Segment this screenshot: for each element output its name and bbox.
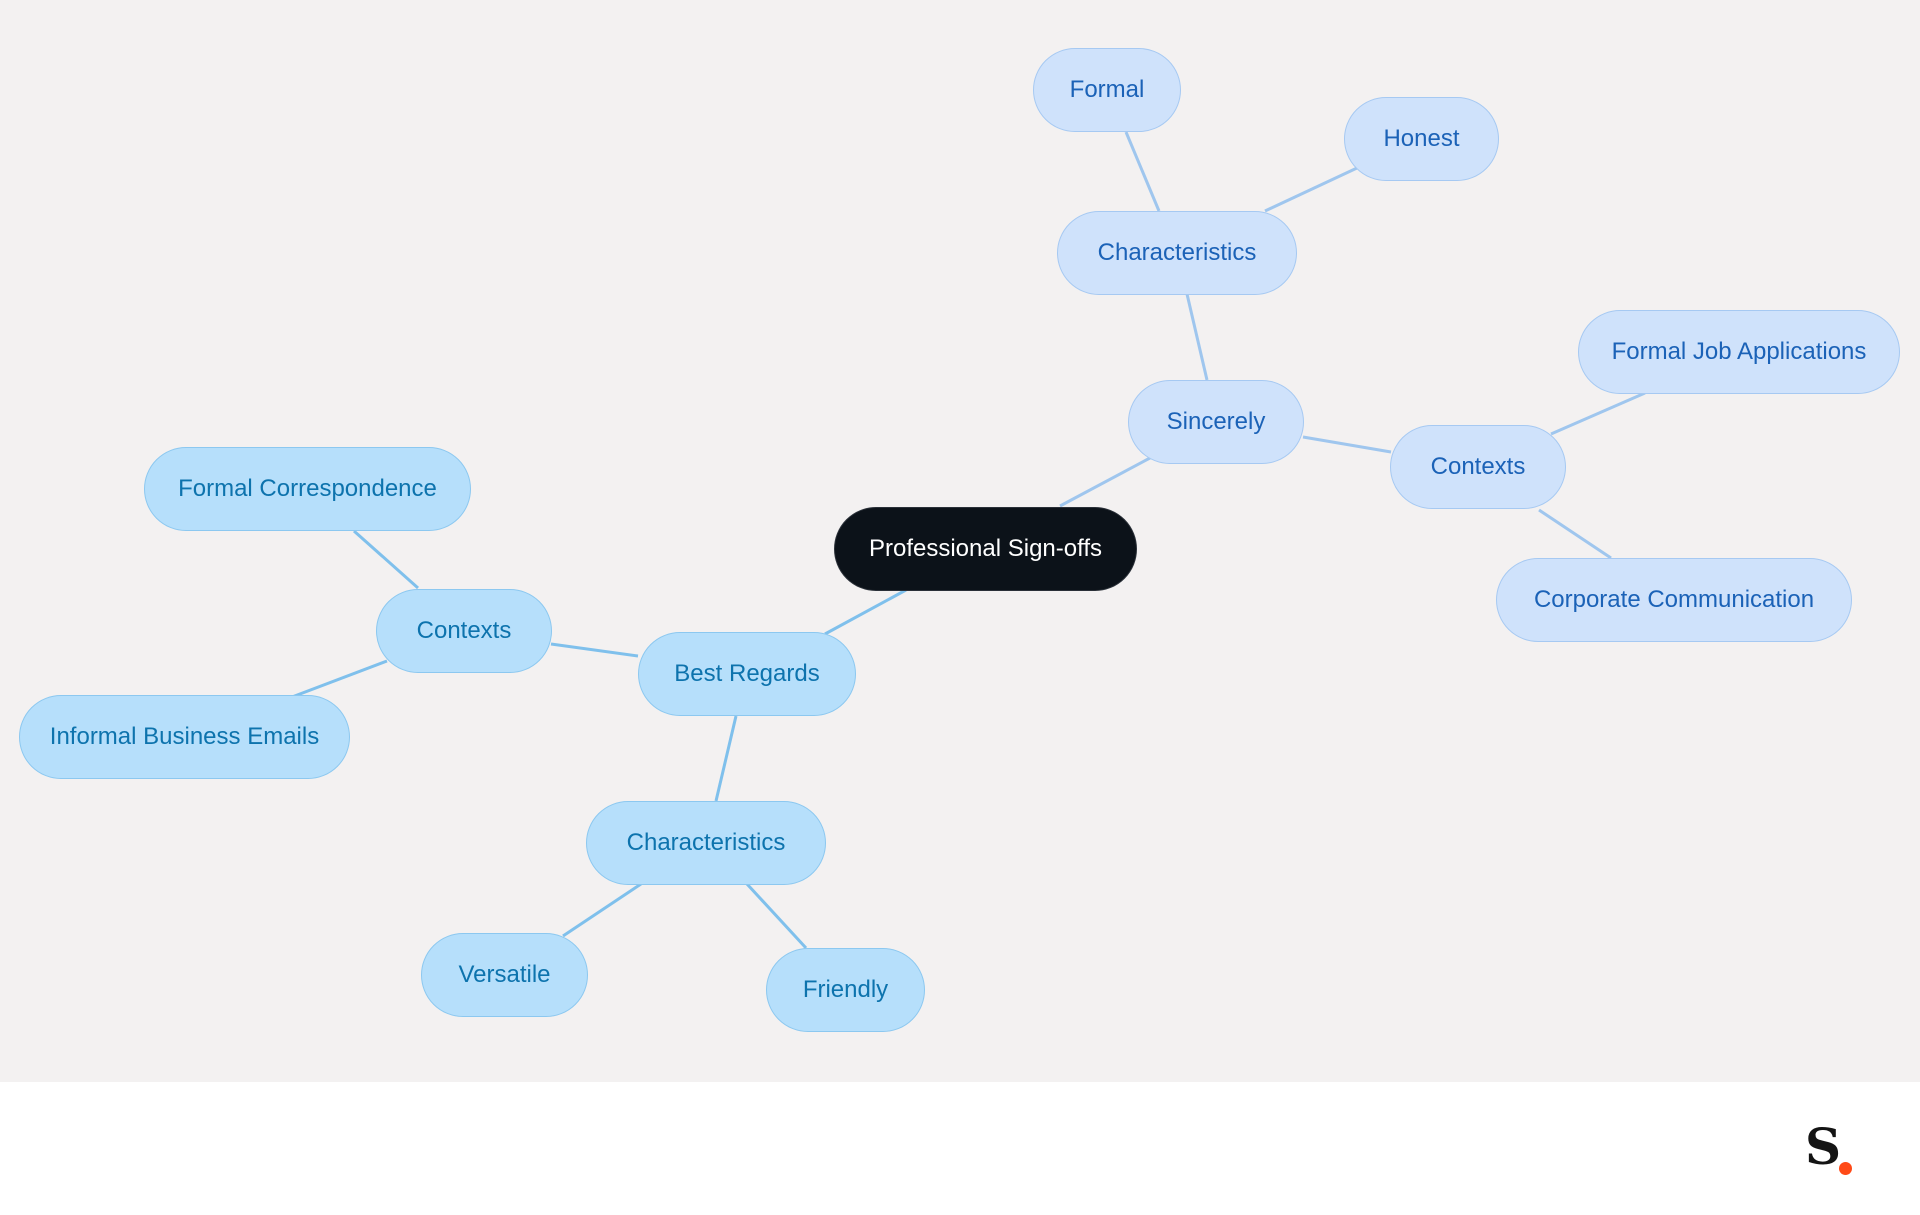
node-corporate-communication[interactable]: Corporate Communication (1496, 558, 1852, 642)
link-contexts-corporate (1538, 508, 1612, 560)
node-informal-business-emails[interactable]: Informal Business Emails (19, 695, 350, 779)
footer (0, 1082, 1920, 1215)
node-formal[interactable]: Formal (1033, 48, 1181, 132)
node-honest[interactable]: Honest (1344, 97, 1499, 181)
link-contexts-job-applications (1550, 391, 1646, 436)
root-node[interactable]: Professional Sign-offs (834, 507, 1137, 591)
brand-logo-icon: S (1805, 1122, 1865, 1178)
link-characteristics-friendly (745, 882, 808, 950)
link-characteristics-honest (1264, 166, 1358, 213)
link-best-regards-contexts (550, 642, 639, 658)
node-best-regards[interactable]: Best Regards (638, 632, 856, 716)
node-friendly[interactable]: Friendly (766, 948, 925, 1032)
link-root-best-regards (824, 588, 907, 636)
mindmap-canvas: Professional Sign-offs Sincerely Charact… (0, 0, 1920, 1082)
link-characteristics-formal (1124, 131, 1161, 212)
brand-logo-letter: S (1805, 1117, 1842, 1176)
node-formal-job-applications[interactable]: Formal Job Applications (1578, 310, 1900, 394)
link-characteristics-versatile (562, 882, 642, 938)
brand-logo-dot (1839, 1162, 1852, 1175)
link-contexts-formal-correspondence (353, 529, 419, 590)
link-contexts-informal-emails (291, 659, 388, 699)
link-root-sincerely (1059, 456, 1151, 508)
node-sincerely-contexts[interactable]: Contexts (1390, 425, 1566, 509)
link-sincerely-contexts (1302, 435, 1392, 454)
link-sincerely-characteristics (1185, 293, 1209, 381)
node-sincerely-characteristics[interactable]: Characteristics (1057, 211, 1297, 295)
mindmap-links (291, 131, 1646, 950)
link-best-regards-characteristics (714, 715, 738, 802)
node-best-regards-contexts[interactable]: Contexts (376, 589, 552, 673)
node-formal-correspondence[interactable]: Formal Correspondence (144, 447, 471, 531)
node-best-regards-characteristics[interactable]: Characteristics (586, 801, 826, 885)
node-sincerely[interactable]: Sincerely (1128, 380, 1304, 464)
node-versatile[interactable]: Versatile (421, 933, 588, 1017)
